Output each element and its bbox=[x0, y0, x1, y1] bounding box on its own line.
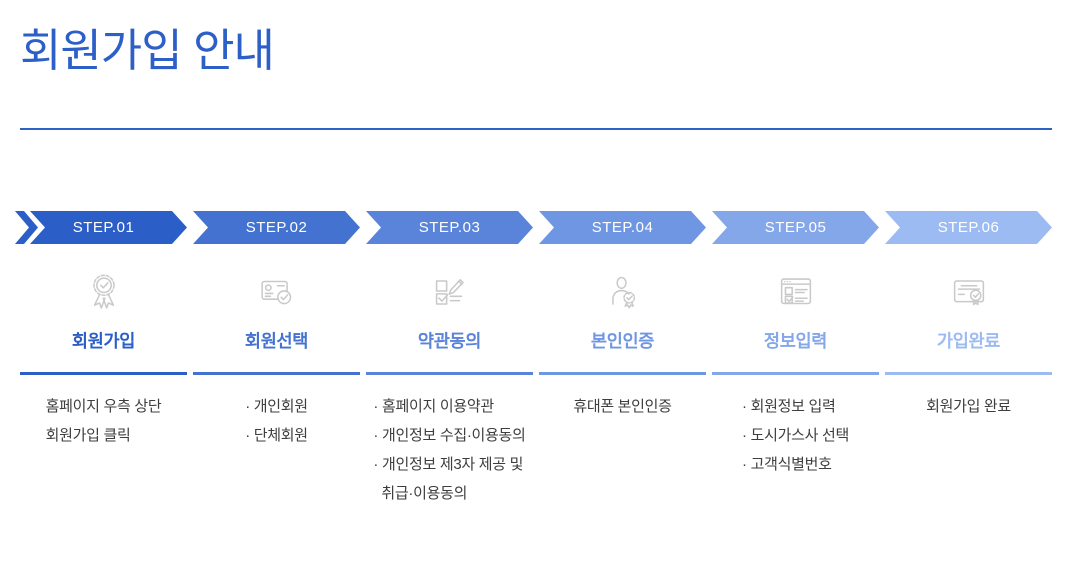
step-banner-cell-5: STEP.05 bbox=[712, 211, 879, 244]
step-label-5: 정보입력 bbox=[763, 331, 828, 351]
desc-line: 취급·이용동의 bbox=[381, 485, 468, 502]
medal-ribbon-icon bbox=[92, 274, 115, 309]
step-desc-1: 홈페이지 우측 상단 회원가입 클릭 bbox=[20, 392, 187, 508]
step-number-6: STEP.06 bbox=[937, 219, 1000, 236]
step-desc-3: · 홈페이지 이용약관 · 개인정보 수집·이용동의 · 개인정보 제3자 제공… bbox=[366, 392, 533, 508]
step-number-4: STEP.04 bbox=[591, 219, 654, 236]
step-label-3: 약관동의 bbox=[417, 331, 482, 351]
title-divider bbox=[20, 128, 1052, 130]
step-banner-6: STEP.06 bbox=[885, 211, 1052, 244]
step-underline-2 bbox=[193, 372, 360, 375]
step-label-1: 회원가입 bbox=[71, 331, 136, 351]
step-underline-cell-5 bbox=[712, 372, 879, 375]
desc-line: 회원가입 완료 bbox=[926, 398, 1011, 415]
step-banner-4: STEP.04 bbox=[539, 211, 706, 244]
step-banner-cell-6: STEP.06 bbox=[885, 211, 1052, 244]
step-banner-cell-2: STEP.02 bbox=[193, 211, 360, 244]
step-banner-5: STEP.05 bbox=[712, 211, 879, 244]
step-banner-row: STEP.01 STEP.02 STEP.03 STEP.04 STEP.05 bbox=[15, 211, 1052, 244]
step-icon-cell-1 bbox=[20, 268, 187, 316]
step-icon-cell-3 bbox=[366, 268, 533, 316]
step-icon-cell-2 bbox=[193, 268, 360, 316]
step-underline-5 bbox=[712, 372, 879, 375]
step-description-row: 홈페이지 우측 상단 회원가입 클릭 · 개인회원 · 단체회원 · 홈페이지 … bbox=[20, 392, 1052, 508]
desc-line: · 개인정보 제3자 제공 및 bbox=[373, 456, 524, 473]
terms-agreement-icon bbox=[435, 279, 464, 305]
step-number-3: STEP.03 bbox=[418, 219, 481, 236]
step-number-2: STEP.02 bbox=[245, 219, 308, 236]
step-underline-6 bbox=[885, 372, 1052, 375]
step-underline-cell-3 bbox=[366, 372, 533, 375]
step-underline-3 bbox=[366, 372, 533, 375]
step-underline-1 bbox=[20, 372, 187, 375]
desc-line: · 고객식별번호 bbox=[742, 456, 832, 473]
page-title: 회원가입 안내 bbox=[20, 25, 275, 76]
certificate-complete-icon bbox=[953, 280, 984, 306]
desc-line: · 도시가스사 선택 bbox=[742, 427, 849, 444]
desc-line: 휴대폰 본인인증 bbox=[573, 398, 672, 415]
desc-line: · 홈페이지 이용약관 bbox=[373, 398, 494, 415]
step-number-1: STEP.01 bbox=[72, 219, 135, 236]
step-label-row: 회원가입 회원선택 약관동의 본인인증 정보입력 가입완료 bbox=[20, 328, 1052, 353]
step-icon-cell-5 bbox=[712, 268, 879, 316]
step-desc-2: · 개인회원 · 단체회원 bbox=[193, 392, 360, 508]
desc-line: 홈페이지 우측 상단 bbox=[45, 398, 162, 415]
identity-verification-icon bbox=[611, 276, 635, 309]
step-underline-cell-1 bbox=[20, 372, 187, 375]
desc-line: · 개인정보 수집·이용동의 bbox=[373, 427, 526, 444]
step-label-4: 본인인증 bbox=[590, 331, 655, 351]
step-icon-cell-6 bbox=[885, 268, 1052, 316]
step-underline-cell-6 bbox=[885, 372, 1052, 375]
step-underline-4 bbox=[539, 372, 706, 375]
step-banner-1: STEP.01 bbox=[20, 211, 187, 244]
step-desc-5: · 회원정보 입력 · 도시가스사 선택 · 고객식별번호 bbox=[712, 392, 879, 508]
step-banner-cell-1: STEP.01 bbox=[15, 211, 187, 244]
step-number-5: STEP.05 bbox=[764, 219, 827, 236]
membership-card-icon bbox=[260, 280, 291, 305]
step-banner-cell-3: STEP.03 bbox=[366, 211, 533, 244]
step-underline-cell-4 bbox=[539, 372, 706, 375]
step-desc-6: 회원가입 완료 bbox=[885, 392, 1052, 508]
step-banner-cell-4: STEP.04 bbox=[539, 211, 706, 244]
step-icon-row bbox=[20, 268, 1052, 316]
step-label-2: 회원선택 bbox=[244, 331, 309, 351]
desc-line: · 개인회원 bbox=[245, 398, 308, 415]
info-input-form-icon bbox=[780, 278, 811, 305]
step-banner-2: STEP.02 bbox=[193, 211, 360, 244]
desc-line: · 단체회원 bbox=[245, 427, 308, 444]
step-desc-4: 휴대폰 본인인증 bbox=[539, 392, 706, 508]
step-banner-3: STEP.03 bbox=[366, 211, 533, 244]
step-label-6: 가입완료 bbox=[936, 331, 1001, 351]
step-icon-cell-4 bbox=[539, 268, 706, 316]
step-underline-cell-2 bbox=[193, 372, 360, 375]
desc-line: 회원가입 클릭 bbox=[45, 427, 131, 444]
desc-line: · 회원정보 입력 bbox=[742, 398, 836, 415]
step-underline-row bbox=[20, 372, 1052, 375]
